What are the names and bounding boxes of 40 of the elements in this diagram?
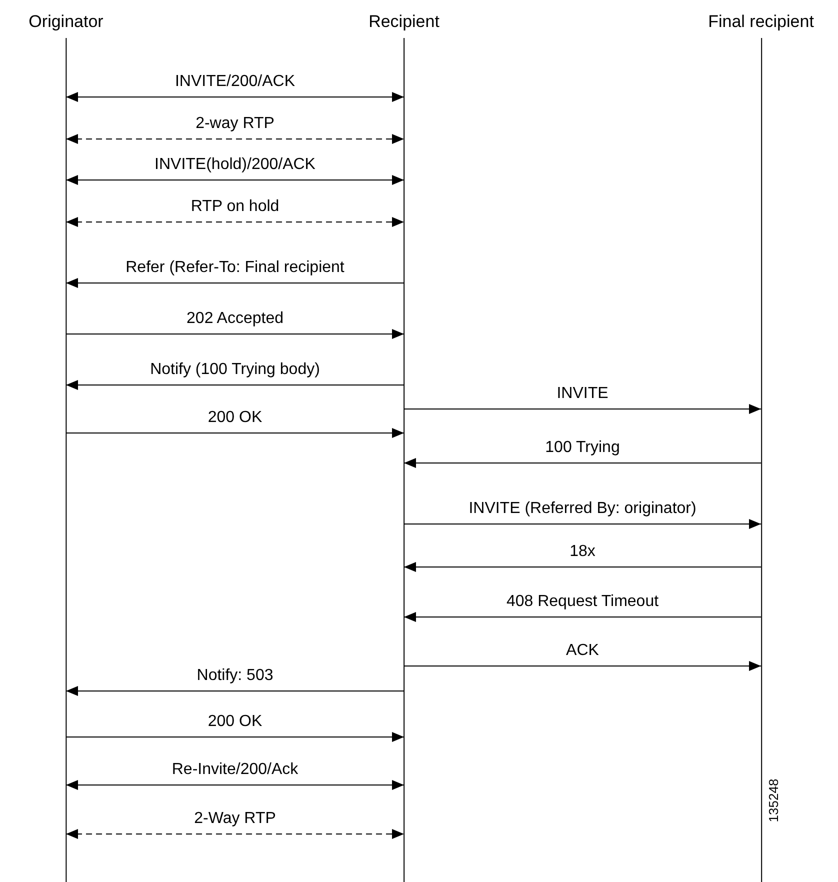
edge-label: INVITE(hold)/200/ACK [154,156,316,174]
edge-label: 408 Request Timeout [506,593,659,611]
edge-label: ACK [566,642,599,660]
edge-label: 202 Accepted [186,310,284,328]
message-arrow [66,829,404,839]
message-arrow [66,175,404,185]
message-arrow [66,92,404,102]
message-arrow [66,217,404,227]
edge-label: 2-Way RTP [194,810,276,828]
edge-label: INVITE (Referred By: originator) [468,500,696,518]
message-arrow [404,562,762,572]
edge-label: 200 OK [208,409,262,427]
message-arrow [66,278,404,288]
message-arrow [404,661,762,671]
edge-label: INVITE [556,385,608,403]
edge-label: 2-way RTP [196,115,274,133]
edge-label: INVITE/200/ACK [174,73,296,91]
participant-label: Final recipient [708,12,814,31]
message-arrow [66,780,404,790]
edge-label: 100 Trying [545,439,620,457]
edge-label: Refer (Refer-To: Final recipient [126,259,344,277]
message-arrow [404,519,762,529]
edge-label: RTP on hold [190,198,280,216]
edge-label: 18x [570,543,596,561]
message-arrow [66,329,404,339]
message-arrow [404,404,762,414]
message-arrow [404,458,762,468]
edge-label: Notify (100 Trying body) [150,361,320,379]
participant-label: Originator [28,12,104,31]
participant-label: Recipient [368,12,440,31]
message-arrow [66,732,404,742]
edge-label: Notify: 503 [196,667,274,685]
figure-number: 135248 [766,778,782,822]
message-arrow [66,380,404,390]
message-arrow [66,686,404,696]
message-arrow [66,428,404,438]
edge-label: 200 OK [208,713,262,731]
message-arrow [404,612,762,622]
edge-label: Re-Invite/200/Ack [172,761,298,779]
message-arrow [66,134,404,144]
